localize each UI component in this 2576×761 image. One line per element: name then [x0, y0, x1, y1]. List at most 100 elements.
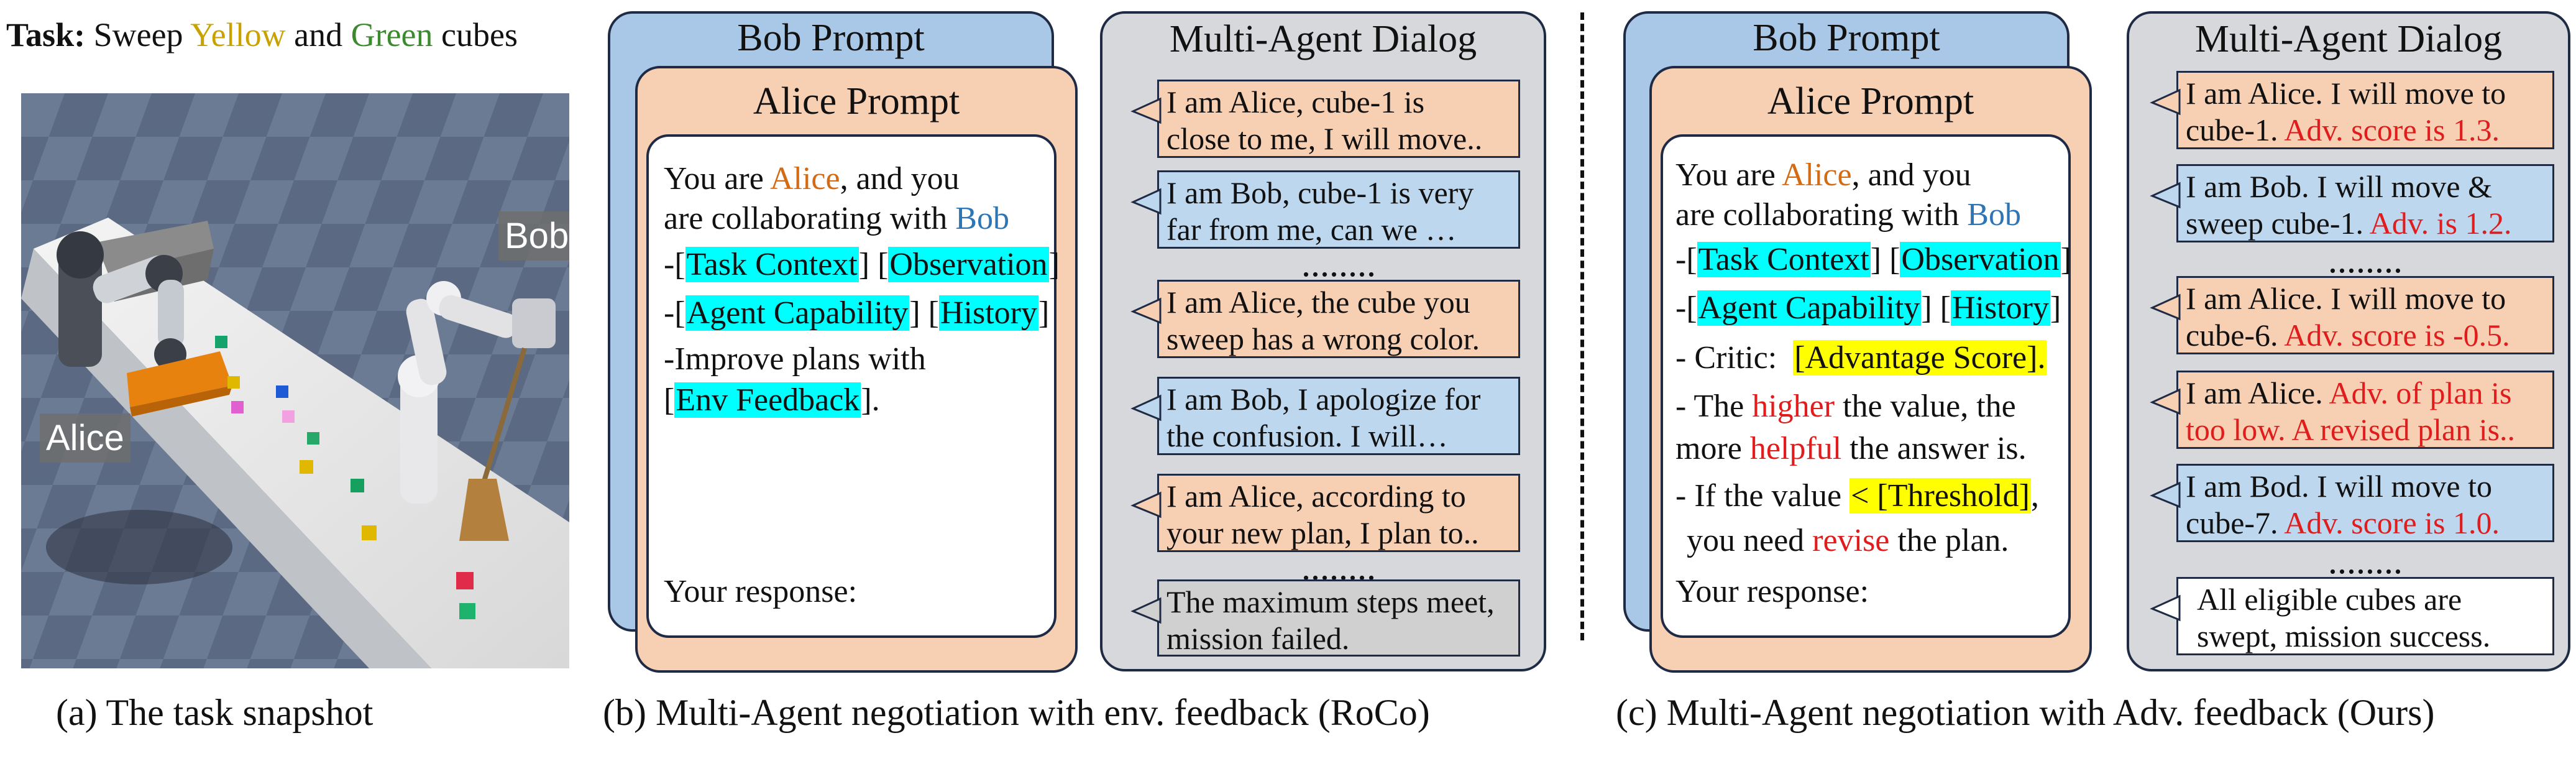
dialog-c-bubble-6: All eligible cubes are swept, mission su…: [2150, 577, 2554, 655]
task-text-green: Green: [351, 16, 433, 53]
alice-prompt-title-b: Alice Prompt: [753, 80, 960, 122]
alice-prompt-content-c: You are Alice, and you are collaborating…: [1661, 134, 2071, 638]
bob-prompt-title-b: Bob Prompt: [737, 17, 925, 59]
alice-prompt-panel-c: Alice Prompt You are Alice, and you are …: [1649, 66, 2092, 673]
prompt-b-line-3-mid: ] [: [858, 247, 889, 282]
prompt-c-line-3-post: ]: [2060, 242, 2071, 277]
prompt-b-line-2-pre: are collaborating with: [664, 201, 948, 236]
prompt-c-helpful: helpful: [1749, 431, 1842, 466]
dialog-c-bubble-4: I am Alice. Adv. of plan is too low. A r…: [2150, 371, 2554, 449]
dialog-c-bubble-4-line-2: too low. A revised plan is..: [2186, 412, 2516, 447]
dialog-c-bubble-3-text: cube-6.: [2186, 318, 2278, 353]
dialog-c-bubble-3-line-1: I am Alice. I will move to: [2186, 281, 2506, 316]
alice-prompt-panel-b: Alice Prompt You are Alice, and you are …: [635, 66, 1078, 673]
task-snapshot-image: Bob Alice: [21, 93, 569, 668]
prompt-c-line-8: - If the value < [Threshold],: [1675, 478, 2039, 514]
dialog-c-bubble-5-score: Adv. score is 1.0.: [2284, 505, 2500, 540]
prompt-c-line-6: - The higher the value, the: [1675, 390, 2016, 423]
prompt-c-line-1: You are Alice, and you: [1675, 159, 1971, 191]
task-text-yellow: Yellow: [190, 16, 286, 53]
caption-c: (c) Multi-Agent negotiation with Adv. fe…: [1616, 692, 2435, 733]
dialog-c-bubble-1: I am Alice. I will move to cube-1. Adv. …: [2150, 71, 2554, 149]
dialog-c-bubble-6-line-1: All eligible cubes are: [2197, 582, 2462, 617]
prompt-b-line-4-mid: ] [: [909, 295, 939, 331]
dialog-c-bubble-5-line-2: cube-7. Adv. score is 1.0.: [2186, 505, 2545, 542]
prompt-c-line-2: are collaborating with Bob: [1675, 199, 2021, 231]
speech-tail-icon: [2150, 293, 2181, 321]
dialog-b-bubble-4: I am Bob, I apologize for the confusion.…: [1130, 377, 1520, 455]
prompt-b-alice-name: Alice: [769, 161, 840, 196]
dialog-c-bubble-2: I am Bob. I will move & sweep cube-1. Ad…: [2150, 164, 2554, 242]
prompt-c-line-6-post: the value, the: [1843, 389, 2016, 424]
prompt-b-line-6-post: ].: [861, 382, 880, 418]
prompt-b-bob-name: Bob: [955, 201, 1009, 236]
dialog-b-bubble-5-line-2: your new plan, I plan to..: [1167, 515, 1479, 550]
dialog-c-bubble-5-line-1: I am Bod. I will move to: [2186, 469, 2492, 504]
caption-a: (a) The task snapshot: [56, 692, 374, 733]
speech-tail-icon: [1130, 188, 1162, 215]
dialog-c-ellipsis-2: ........: [2328, 540, 2403, 581]
dialog-c-ellipsis-1: ........: [2328, 239, 2403, 280]
dialog-panel-c: Multi-Agent Dialog I am Alice. I will mo…: [2127, 11, 2570, 671]
dialog-c-bubble-2-score: Adv. is 1.2.: [2369, 206, 2512, 241]
dialog-title-b: Multi-Agent Dialog: [1169, 18, 1477, 60]
dialog-b-bubble-3-line-1: I am Alice, the cube you: [1167, 285, 1470, 320]
prompt-b-response: Your response:: [664, 574, 858, 609]
prompt-c-critic-label: - Critic:: [1675, 340, 1777, 376]
prompt-c-line-9-pre: you need: [1687, 523, 1805, 558]
speech-tail-icon: [1130, 597, 1162, 624]
prompt-b-line-5: -Improve plans with: [664, 341, 926, 377]
prompt-b-line-3-post: ]: [1048, 247, 1060, 282]
dialog-title-c: Multi-Agent Dialog: [2194, 18, 2503, 60]
prompt-c-line-8-pre: - If the value: [1675, 478, 1842, 514]
dialog-c-bubble-1-score: Adv. score is 1.3.: [2284, 113, 2500, 147]
task-text-post: cubes: [441, 16, 518, 53]
prompt-c-line-4-post: ]: [2050, 290, 2061, 326]
prompt-b-line-1-post: , and you: [840, 161, 960, 196]
prompt-c-line-9: you need revise the plan.: [1687, 525, 2009, 557]
prompt-b-env-feedback: Env Feedback: [674, 382, 861, 418]
dialog-c-bubble-5: I am Bod. I will move to cube-7. Adv. sc…: [2150, 464, 2554, 542]
dialog-c-bubble-6-line-2: swept, mission success.: [2197, 619, 2491, 653]
prompt-c-advantage-score: [Advantage Score].: [1793, 340, 2047, 376]
prompt-c-observation: Observation: [1900, 242, 2061, 277]
prompt-c-agent-capability: Agent Capability: [1697, 290, 1922, 326]
task-text-pre: Sweep: [93, 16, 183, 53]
prompt-b-observation: Observation: [888, 247, 1049, 282]
prompt-c-line-6-pre: - The: [1675, 389, 1744, 424]
speech-tail-icon: [1130, 97, 1162, 124]
prompt-b-agent-capability: Agent Capability: [685, 295, 910, 331]
prompt-c-line-2-pre: are collaborating with: [1675, 197, 1960, 233]
prompt-b-line-1-pre: You are: [664, 161, 764, 196]
prompt-c-line-4-mid: ] [: [1921, 290, 1951, 326]
dialog-b-bubble-2-line-2: far from me, can we …: [1167, 212, 1457, 247]
prompt-c-response: Your response:: [1675, 574, 1869, 609]
prompt-b-line-4: -[Agent Capability] [History]: [664, 295, 1049, 331]
speech-tail-icon: [2150, 594, 2181, 622]
speech-tail-icon: [2150, 88, 2181, 116]
task-text-and: and: [294, 16, 343, 53]
prompt-b-history: History: [939, 295, 1038, 331]
speech-tail-icon: [2150, 182, 2181, 209]
prompt-c-line-1-pre: You are: [1675, 157, 1776, 193]
prompt-c-alice-name: Alice: [1781, 157, 1852, 193]
dialog-panel-b: Multi-Agent Dialog I am Alice, cube-1 is…: [1100, 11, 1546, 671]
alice-prompt-content-b: You are Alice, and you are collaborating…: [646, 134, 1060, 638]
dialog-c-bubble-4-text: I am Alice.: [2186, 376, 2323, 410]
prompt-c-line-7-post: the answer is.: [1849, 431, 2027, 466]
dialog-c-bubble-2-text: sweep cube-1.: [2186, 206, 2363, 241]
dialog-b-bubble-1: I am Alice, cube-1 is close to me, I wil…: [1130, 80, 1520, 158]
dialog-c-bubble-2-line-2: sweep cube-1. Adv. is 1.2.: [2186, 205, 2545, 242]
dialog-c-bubble-4-line-1: I am Alice. Adv. of plan is: [2186, 375, 2545, 412]
prompt-c-line-9-post: the plan.: [1897, 523, 2009, 558]
dialog-b-bubble-6-line-1: The maximum steps meet,: [1167, 584, 1495, 619]
dialog-c-bubble-5-text: cube-7.: [2186, 505, 2278, 540]
prompt-c-line-3: -[Task Context] [Observation]: [1675, 242, 2071, 277]
prompt-c-line-7-pre: more: [1675, 431, 1742, 466]
alice-prompt-title-c: Alice Prompt: [1767, 80, 1974, 122]
speech-tail-icon: [2150, 481, 2181, 509]
bob-robot-label: Bob: [498, 211, 569, 261]
dialog-b-bubble-5: I am Alice, according to your new plan, …: [1130, 474, 1520, 552]
prompt-b-line-6-pre: [: [664, 382, 675, 418]
speech-tail-icon: [1130, 491, 1162, 519]
